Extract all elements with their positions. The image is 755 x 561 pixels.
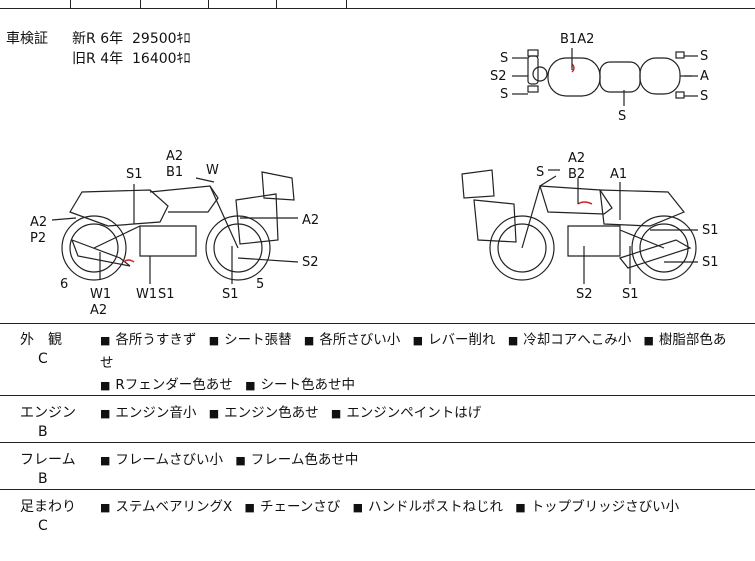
list-item: ステムベアリングX: [115, 499, 233, 515]
left-label-s1-rear: S1: [222, 287, 239, 302]
top-label-a: A: [700, 69, 709, 84]
top-label-s-2: S: [500, 87, 508, 102]
motorcycle-diagrams: S S2 S B1A2 S A S S: [30, 32, 719, 318]
left-label-p2: P2: [30, 231, 46, 246]
left-label-s2: S2: [302, 255, 319, 270]
left-label-w1-a: W1: [90, 287, 111, 302]
left-label-a2-top: A2: [166, 149, 183, 164]
top-label-s2: S2: [490, 69, 507, 84]
items-line: ■Rフェンダー色あせ ■シート色あせ中: [100, 377, 356, 393]
list-item: 各所さびい小: [319, 332, 401, 348]
top-label-s-1: S: [500, 51, 508, 66]
list-item: ハンドルポストねじれ: [367, 499, 503, 515]
list-item: シート張替: [224, 332, 292, 348]
right-label-s2: S2: [576, 287, 593, 302]
left-label-w: W: [206, 163, 219, 178]
diagram-panel: 車検証 新R 6年 29500ｷﾛ 旧R 4年 16400ｷﾛ: [0, 8, 755, 324]
right-label-b2: B2: [568, 167, 585, 182]
items-line: ■エンジン音小 ■エンジン色あせ ■エンジンペイントはげ: [100, 405, 482, 421]
row-grade: C: [38, 351, 48, 367]
row-suspension: 足まわり C ■ステムベアリングX ■チェーンさび ■ハンドルポストねじれ ■ト…: [0, 490, 755, 561]
left-label-a2-left: A2: [30, 215, 47, 230]
row-name: 外 観: [20, 332, 62, 348]
row-frame: フレーム B ■フレームさびい小 ■フレーム色あせ中: [0, 443, 755, 490]
row-exterior: 外 観 C ■各所うすきず ■シート張替 ■各所さびい小 ■レバー削れ ■冷却コ…: [0, 323, 755, 396]
list-item: シート色あせ中: [260, 377, 356, 393]
row-items: ■各所うすきず ■シート張替 ■各所さびい小 ■レバー削れ ■冷却コアへこみ小 …: [100, 329, 745, 397]
row-items: ■ステムベアリングX ■チェーンさび ■ハンドルポストねじれ ■トップブリッジさ…: [100, 496, 745, 519]
list-item: レバー削れ: [428, 332, 496, 348]
left-label-w1-b: W1: [136, 287, 157, 302]
list-item: Rフェンダー色あせ: [115, 377, 233, 393]
list-item: エンジンペイントはげ: [346, 405, 482, 421]
list-item: エンジン音小: [115, 405, 197, 421]
row-grade: B: [38, 424, 48, 440]
top-label-b1a2: B1A2: [560, 32, 594, 47]
row-name: 足まわり: [20, 499, 76, 515]
top-label-s-4: S: [700, 89, 708, 104]
registration-new: 新R 6年 29500ｷﾛ: [72, 31, 191, 47]
row-items: ■エンジン音小 ■エンジン色あせ ■エンジンペイントはげ: [100, 402, 745, 425]
row-engine: エンジン B ■エンジン音小 ■エンジン色あせ ■エンジンペイントはげ: [0, 396, 755, 443]
list-item: 各所うすきず: [115, 332, 197, 348]
registration-label: 車検証: [6, 31, 48, 47]
registration-old: 旧R 4年 16400ｷﾛ: [72, 51, 191, 67]
left-label-s1-bottom: S1: [158, 287, 175, 302]
left-label-5: 5: [256, 277, 264, 292]
list-item: フレームさびい小: [115, 452, 224, 468]
header-strip: [0, 0, 755, 9]
items-line: ■各所うすきず ■シート張替 ■各所さびい小 ■レバー削れ ■冷却コアへこみ小 …: [100, 332, 727, 371]
right-label-a2: A2: [568, 151, 585, 166]
list-item: トップブリッジさびい小: [530, 499, 680, 515]
list-item: チェーンさび: [259, 499, 341, 515]
left-label-b1: B1: [166, 165, 183, 180]
row-items: ■フレームさびい小 ■フレーム色あせ中: [100, 449, 745, 472]
items-line: ■フレームさびい小 ■フレーム色あせ中: [100, 452, 359, 468]
row-grade: C: [38, 518, 48, 534]
top-label-s-3: S: [700, 49, 708, 64]
left-label-a2-right: A2: [302, 213, 319, 228]
right-label-s1-front: S1: [702, 223, 719, 238]
items-line: ■ステムベアリングX ■チェーンさび ■ハンドルポストねじれ ■トップブリッジさ…: [100, 499, 680, 515]
left-label-6: 6: [60, 277, 68, 292]
row-name: エンジン: [20, 405, 76, 421]
right-label-s1-lower: S1: [702, 255, 719, 270]
left-label-s1-top: S1: [126, 167, 143, 182]
left-side-diagram: A2 B1 W S1 A2 P2 A2 6 W1 A2 W1 S1 S1 5 S…: [30, 149, 319, 318]
list-item: 冷却コアへこみ小: [523, 332, 632, 348]
list-item: フレーム色あせ中: [250, 452, 359, 468]
right-label-s1-bottom: S1: [622, 287, 639, 302]
top-label-s-5: S: [618, 109, 626, 124]
right-side-diagram: S A2 B2 A1 S1 S1 S2 S1: [461, 151, 719, 302]
list-item: 樹脂部色あせ: [100, 332, 727, 371]
right-label-a1: A1: [610, 167, 627, 182]
row-name: フレーム: [20, 452, 76, 468]
row-grade: B: [38, 471, 48, 487]
top-view-diagram: S S2 S B1A2 S A S S: [490, 32, 709, 124]
left-label-a2-bottom: A2: [90, 303, 107, 318]
list-item: エンジン色あせ: [224, 405, 319, 421]
right-label-s: S: [536, 165, 544, 180]
